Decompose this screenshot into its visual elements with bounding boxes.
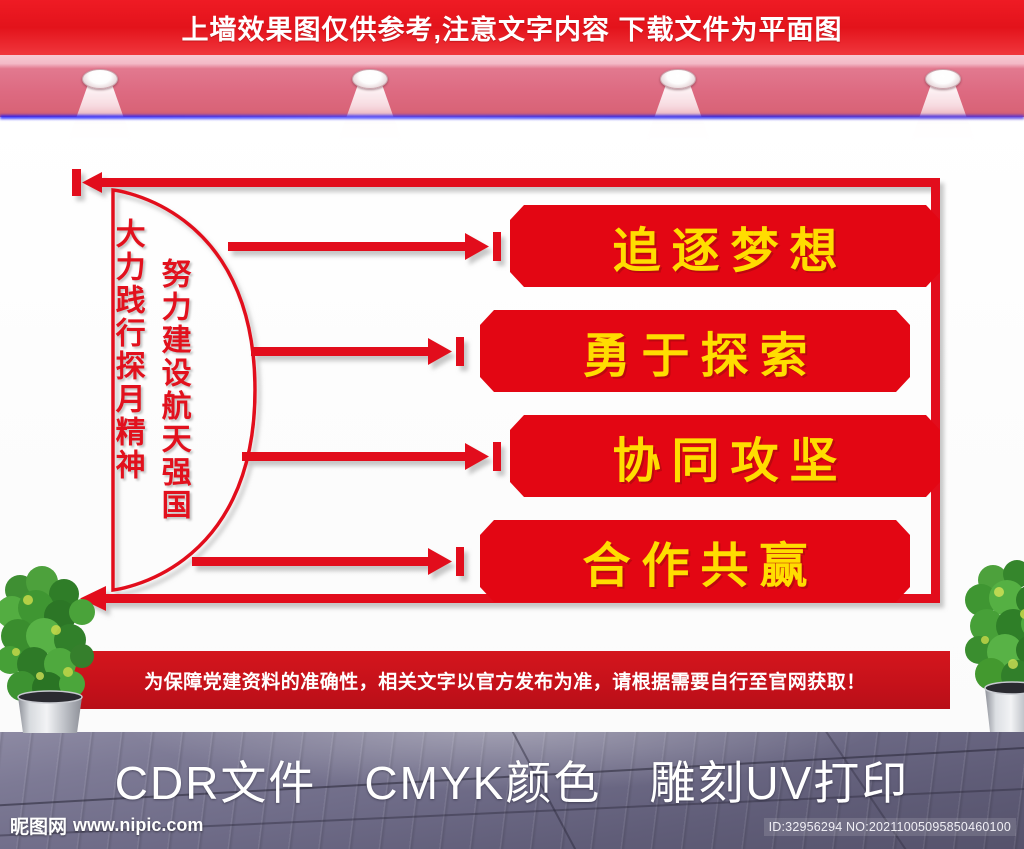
footer-spec-label: CDR文件 CMYK颜色 雕刻UV打印 [114,757,910,809]
potted-plant-left [0,560,102,735]
light-beam [68,83,132,141]
floor-surface [0,732,1024,849]
watermark-brand: 昵图网 [10,817,68,838]
spotlight-3-icon [646,69,710,141]
ceiling-strip [0,55,1024,141]
connector-line-3 [242,452,471,461]
plant-pot [984,681,1024,732]
light-bulb [82,69,118,89]
headline-column-2: 努力建设航天强国 [156,258,190,522]
frame-top-arrow-cap [72,169,81,196]
headline-column-1: 大力践行探月精神 [110,218,144,482]
slogan-text-3: 协同攻坚 [612,435,849,488]
connector-arrow-cap-1 [493,232,501,261]
spotlight-1-icon [68,69,132,141]
connector-arrow-head-3 [465,443,489,470]
watermark: 昵图网 www.nipic.com [10,812,203,839]
slogan-banner-3[interactable]: 协同攻坚 [510,415,940,497]
potted-plant-right [963,552,1024,735]
plant-foliage [0,566,95,704]
slogan-banner-4[interactable]: 合作共赢 [480,520,910,602]
top-notice-text: 上墙效果图仅供参考,注意文字内容 下载文件为平面图 [181,15,843,45]
light-beam [646,83,710,141]
connector-arrow-head-1 [465,233,489,260]
wall-diagram: 大力践行探月精神 努力建设航天强国 追逐梦想 勇于探索 协同攻坚 合作共赢 [72,169,950,611]
connector-line-4 [192,557,434,566]
light-bulb [352,69,388,89]
bottom-notice-text: 为保障党建资料的准确性，相关文字以官方发布为准，请根据需要自行至官网获取！ [144,671,866,693]
connector-line-1 [228,242,471,251]
connector-arrow-head-4 [428,548,452,575]
light-bulb [660,69,696,89]
frame-right-bar [931,178,940,603]
plant-icon [0,566,95,733]
slogan-text-4: 合作共赢 [582,540,819,593]
footer-spec-text: CDR文件 CMYK颜色 雕刻UV打印 [0,750,1024,810]
light-beam [338,83,402,141]
frame-top-arrow-head [82,172,102,193]
plant-pot [17,690,83,733]
plant-icon [965,560,1024,732]
spotlight-2-icon [338,69,402,141]
slogan-banner-1[interactable]: 追逐梦想 [510,205,940,287]
slogan-banner-2[interactable]: 勇于探索 [480,310,910,392]
frame-bottom-arrow-head [80,586,106,611]
connector-arrow-cap-3 [493,442,501,471]
plant-foliage [965,560,1024,692]
semicircle-outline [111,188,257,592]
connector-arrow-cap-2 [456,337,464,366]
watermark-url: www.nipic.com [73,815,204,835]
bottom-notice-bar: 为保障党建资料的准确性，相关文字以官方发布为准，请根据需要自行至官网获取！ [60,651,950,709]
light-bulb [925,69,961,89]
light-beam [911,83,975,141]
spotlight-4-icon [911,69,975,141]
frame-top-bar [102,178,940,187]
asset-id-code: ID:32956294 NO:20211005095850460100 [763,818,1016,836]
slogan-text-2: 勇于探索 [582,330,819,383]
slogan-text-1: 追逐梦想 [612,225,849,278]
top-notice-banner: 上墙效果图仅供参考,注意文字内容 下载文件为平面图 [0,0,1024,55]
connector-arrow-cap-4 [456,547,464,576]
connector-arrow-head-2 [428,338,452,365]
connector-line-2 [251,347,434,356]
